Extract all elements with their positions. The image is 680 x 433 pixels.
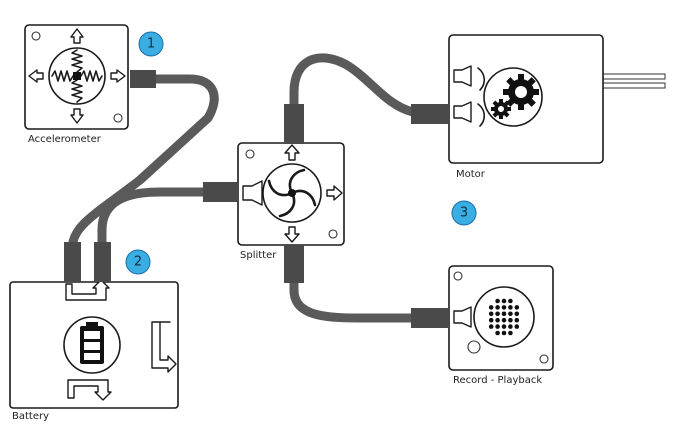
speaker-hole [495,311,500,317]
speaker-hole [501,305,507,310]
battery-plug-left [64,242,81,282]
battery-top-arrow-icon [65,279,110,301]
battery-icon [80,322,104,364]
speaker-hole [488,305,494,310]
splitter-icon [267,168,317,218]
splitter-module: Splitter [237,142,345,261]
splitter-arrow-up-icon [284,144,300,161]
speaker-hole [501,330,507,336]
motor-socket-bottom-icon [453,101,472,123]
motor-module: Motor [448,34,666,180]
battery-bottom-arrow-icon [67,379,112,401]
speaker-dial [473,286,535,348]
record-playback-label: Record - Playback [453,375,542,386]
motor-socket-top-icon [453,65,472,87]
battery-right-arrow-icon [151,321,177,373]
speaker-hole [495,305,500,310]
badge-2: 2 [125,249,151,275]
cable-accelerometer-battery [67,74,219,267]
cable-battery-splitter [97,187,211,267]
badge-3-text: 3 [460,206,468,221]
speaker-hole [488,324,494,329]
splitter-plug-top [284,104,304,144]
motor-plug [411,104,449,124]
badge-1-circle [138,31,164,57]
arrow-down-icon [70,108,84,124]
arrow-up-icon [70,28,84,44]
speaker-grille-icon [488,298,520,336]
record-playback-module: Record - Playback [448,265,554,386]
badge-3: 3 [451,200,477,226]
speaker-hole [495,324,500,329]
splitter-arrow-down-icon [284,226,300,243]
splitter-plug-bottom [284,245,304,283]
speaker-hole [508,330,513,336]
cables [67,53,418,323]
speaker-hole [488,317,494,323]
arrow-right-icon [110,69,126,83]
battery-dial [63,316,121,374]
speaker-hole [508,317,513,323]
badge-2-text: 2 [134,255,142,270]
speaker-hole [514,317,520,323]
speaker-hole [508,305,513,310]
splitter-label: Splitter [240,250,277,261]
gears-icon [491,74,539,119]
splitter-arrow-right-icon [326,185,343,201]
arrow-left-icon [28,69,44,83]
badge-1-text: 1 [147,37,155,52]
speaker-hole [514,305,520,310]
motor-label: Motor [456,169,486,180]
record-socket-icon [453,306,472,328]
speaker-hole [501,317,507,323]
speaker-hole [514,324,520,329]
speaker-hole [495,317,500,323]
accelerometer-module: Accelerometer [24,24,129,145]
accelerometer-label: Accelerometer [28,134,102,145]
badge-1: 1 [138,31,164,57]
cable-splitter-record [289,271,418,323]
speaker-hole [495,298,500,304]
badge-3-circle [451,200,477,226]
accelerometer-dial [48,47,106,105]
accelerometer-plug [130,70,156,88]
accelerometer-mass [73,72,81,80]
battery-plug-right [94,242,111,282]
speaker-hole [488,311,494,317]
speaker-hole [508,311,513,317]
splitter-plug-left [203,182,239,202]
motor-dial [483,67,543,127]
battery-label: Battery [12,411,49,422]
speaker-hole [508,298,513,304]
badge-2-circle [125,249,151,275]
cable-splitter-motor [289,53,418,131]
speaker-hole [514,311,520,317]
splitter-dial [262,163,322,223]
speaker-hole [508,324,513,329]
battery-module: Battery [9,279,179,422]
speaker-hole [501,311,507,317]
speaker-hole [501,298,507,304]
speaker-hole [501,324,507,329]
record-playback-plug [411,308,449,328]
speaker-hole [495,330,500,336]
splitter-input-socket-icon [242,180,263,206]
